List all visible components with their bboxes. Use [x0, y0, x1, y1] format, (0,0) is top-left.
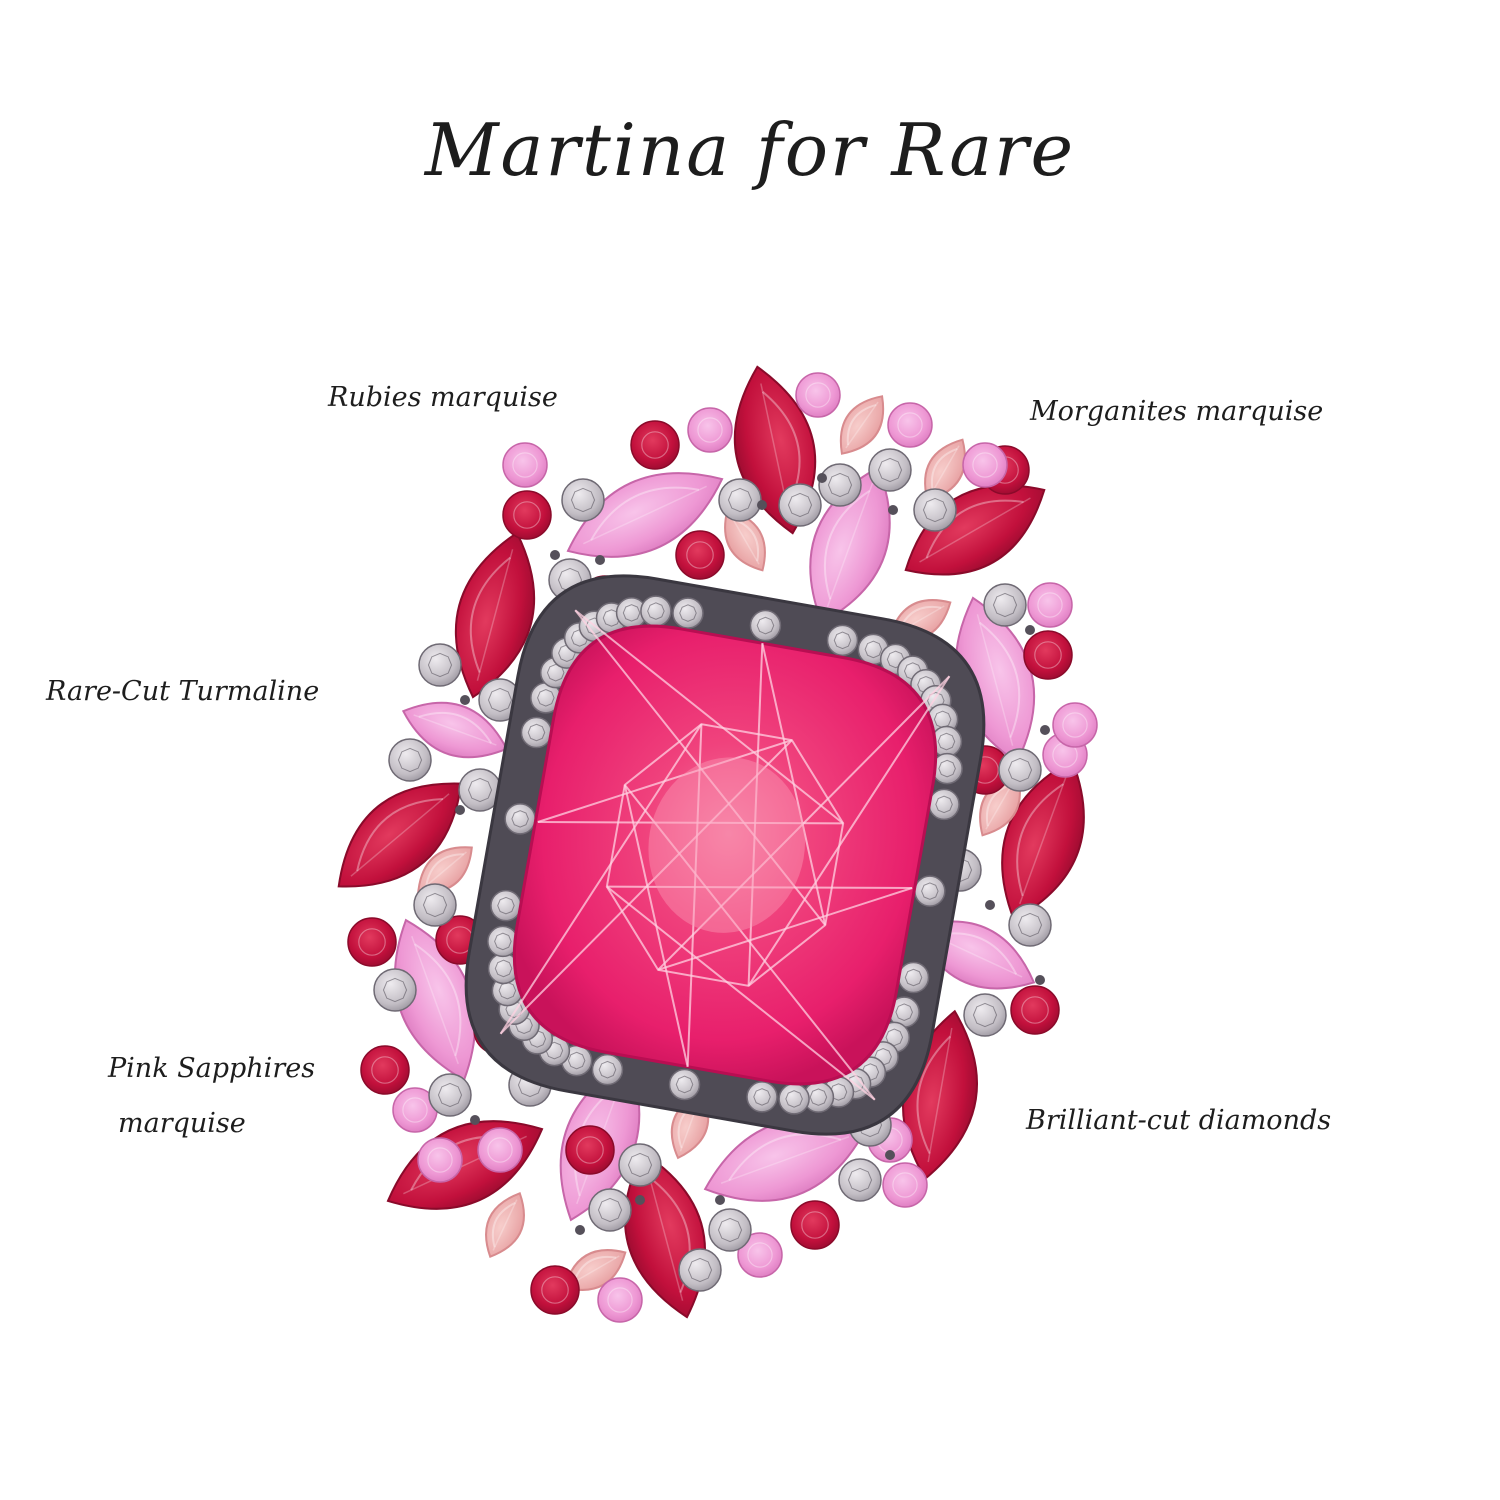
brilliant-cut-diamond [708, 1208, 752, 1252]
halo-diamond [490, 889, 522, 922]
brilliant-cut-diamond [998, 748, 1042, 792]
round-ruby [565, 1125, 615, 1175]
brilliant-cut-diamond [983, 583, 1027, 627]
brilliant-cut-diamond [418, 643, 462, 687]
round-ruby [360, 1045, 410, 1095]
brilliant-cut-diamond [373, 968, 417, 1012]
brilliant-cut-diamond [1008, 903, 1052, 947]
halo-diamond [928, 788, 960, 821]
round-pink-sapphire [737, 1232, 783, 1278]
round-pink-sapphire [1027, 582, 1073, 628]
prong [1025, 625, 1035, 635]
brilliant-cut-diamond [618, 1143, 662, 1187]
brilliant-cut-diamond [678, 1248, 722, 1292]
halo-diamond [668, 1068, 701, 1101]
prong [888, 505, 898, 515]
round-ruby [347, 917, 397, 967]
label-pink-sapphires: Pink Sapphires [108, 1053, 316, 1084]
round-pink-sapphire [597, 1277, 643, 1323]
prong [550, 550, 560, 560]
brilliant-cut-diamond [718, 478, 762, 522]
morganite-marquise [839, 395, 885, 455]
round-ruby [1010, 985, 1060, 1035]
brilliant-cut-diamond [413, 883, 457, 927]
brilliant-cut-diamond [818, 463, 862, 507]
round-pink-sapphire [502, 442, 548, 488]
prong [885, 1150, 895, 1160]
halo-diamond [826, 624, 859, 657]
brilliant-cut-diamond [913, 488, 957, 532]
ruby-marquise [454, 531, 536, 699]
morganite-marquise [485, 1191, 525, 1259]
brilliant-cut-diamond [561, 478, 605, 522]
ruby-marquise [337, 782, 463, 888]
prong [460, 695, 470, 705]
halo-diamond [591, 1053, 624, 1086]
prong [757, 500, 767, 510]
brilliant-cut-diamond [388, 738, 432, 782]
halo-diamond [897, 961, 930, 994]
prong [470, 1115, 480, 1125]
prong [455, 805, 465, 815]
brilliant-cut-diamond [963, 993, 1007, 1037]
round-ruby [502, 490, 552, 540]
brilliant-cut-diamond [428, 1073, 472, 1117]
label-morganites-marquise: Morganites marquise [1030, 396, 1324, 427]
brilliant-cut-diamond [588, 1188, 632, 1232]
prong [985, 900, 995, 910]
round-pink-sapphire [795, 372, 841, 418]
prong [575, 1225, 585, 1235]
center-setting-layer [464, 574, 986, 1136]
brilliant-cut-diamond [458, 768, 502, 812]
design-title: Martina for Rare [424, 108, 1076, 192]
halo-diamond [778, 1083, 810, 1115]
halo-diamond [914, 875, 946, 907]
brilliant-cut-diamond [778, 483, 822, 527]
round-pink-sapphire [417, 1137, 463, 1183]
round-pink-sapphire [477, 1127, 523, 1173]
label-marquise: marquise [118, 1108, 246, 1139]
brilliant-cut-diamond [838, 1158, 882, 1202]
round-ruby [675, 530, 725, 580]
brilliant-cut-diamond [868, 448, 912, 492]
morganite-marquise [924, 438, 966, 502]
halo-diamond [520, 716, 553, 749]
round-pink-sapphire [1052, 702, 1098, 748]
round-pink-sapphire [687, 407, 733, 453]
prong [595, 555, 605, 565]
halo-diamond [746, 1081, 778, 1113]
label-rare-cut-turmaline: Rare-Cut Turmaline [46, 676, 320, 707]
prong [1035, 975, 1045, 985]
prong [1040, 725, 1050, 735]
prong [715, 1195, 725, 1205]
halo-diamond [640, 595, 672, 627]
rare-cut-turmaline [499, 609, 951, 1101]
round-ruby [790, 1200, 840, 1250]
prong [635, 1195, 645, 1205]
round-ruby [1023, 630, 1073, 680]
halo-diamond [888, 996, 920, 1028]
prong [817, 473, 827, 483]
halo-diamond [504, 803, 536, 835]
round-ruby [530, 1265, 580, 1315]
round-pink-sapphire [882, 1162, 928, 1208]
round-ruby [630, 420, 680, 470]
label-rubies-marquise: Rubies marquise [328, 382, 558, 413]
halo-diamond [749, 609, 782, 642]
label-brilliant-cut-diamonds: Brilliant-cut diamonds [1026, 1105, 1332, 1136]
halo-diamond [672, 597, 704, 629]
round-pink-sapphire [962, 442, 1008, 488]
round-pink-sapphire [887, 402, 933, 448]
